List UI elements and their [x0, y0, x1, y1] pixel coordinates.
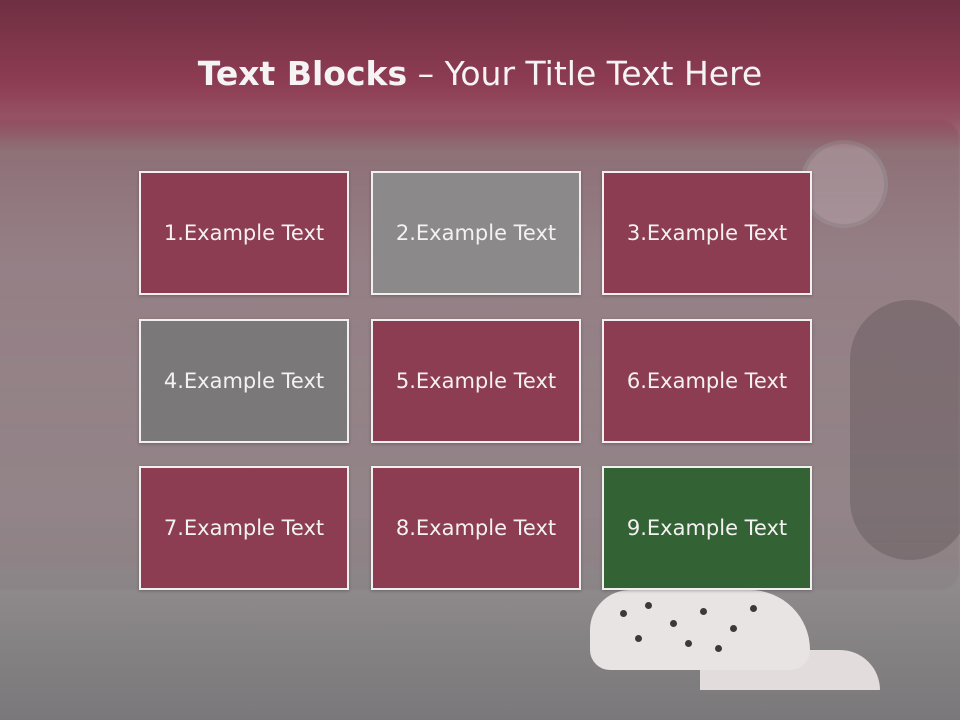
slide-title-bold: Text Blocks: [197, 54, 408, 93]
text-block-grid: 1.Example Text 2.Example Text 3.Example …: [139, 171, 815, 593]
text-block-1[interactable]: 1.Example Text: [139, 171, 349, 295]
text-block-8[interactable]: 8.Example Text: [371, 466, 581, 590]
text-block-9[interactable]: 9.Example Text: [602, 466, 812, 590]
text-block-3[interactable]: 3.Example Text: [602, 171, 812, 295]
slide-title-rest: – Your Title Text Here: [407, 54, 763, 93]
dalmatian-image: [590, 590, 810, 670]
text-block-5[interactable]: 5.Example Text: [371, 319, 581, 443]
slide-title: Text Blocks – Your Title Text Here: [0, 54, 960, 93]
title-banner: [0, 0, 960, 150]
text-block-6[interactable]: 6.Example Text: [602, 319, 812, 443]
text-block-4[interactable]: 4.Example Text: [139, 319, 349, 443]
text-block-7[interactable]: 7.Example Text: [139, 466, 349, 590]
text-block-2[interactable]: 2.Example Text: [371, 171, 581, 295]
wheel-image: [850, 300, 960, 560]
